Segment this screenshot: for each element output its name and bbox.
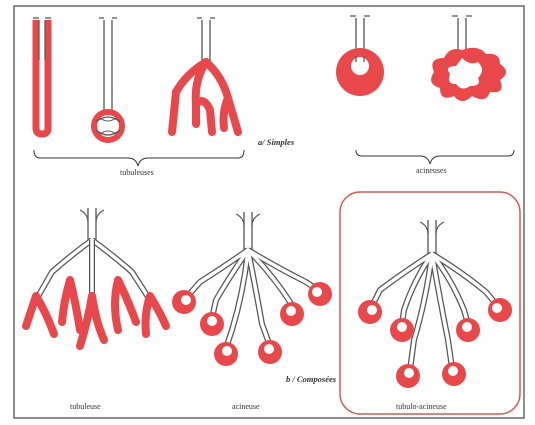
simple-section-heading: a/ Simples <box>258 137 294 147</box>
compound-section-heading: b / Composées <box>286 374 336 384</box>
acinar-group-label: acineuses <box>416 166 447 175</box>
compound-tubular-caption: tubuleuse <box>70 402 101 411</box>
compound-acinar-caption: acineuse <box>232 402 260 411</box>
brace-tubular <box>34 150 244 166</box>
simple-tubular-coiled <box>94 18 122 140</box>
simple-acinar-round <box>336 16 384 96</box>
compound-tubuloacinar-caption: tubulo-acineuse <box>396 402 447 411</box>
simple-tubular-straight <box>33 18 51 134</box>
compound-acinar <box>172 212 332 366</box>
brace-acinar <box>356 150 514 164</box>
compound-tubuloacinar <box>358 220 512 388</box>
simple-acinar-lobulated <box>431 16 506 101</box>
compound-tubular <box>26 208 166 346</box>
tubular-group-label: tubuleuses <box>120 168 154 177</box>
simple-tubular-branched <box>172 18 238 132</box>
